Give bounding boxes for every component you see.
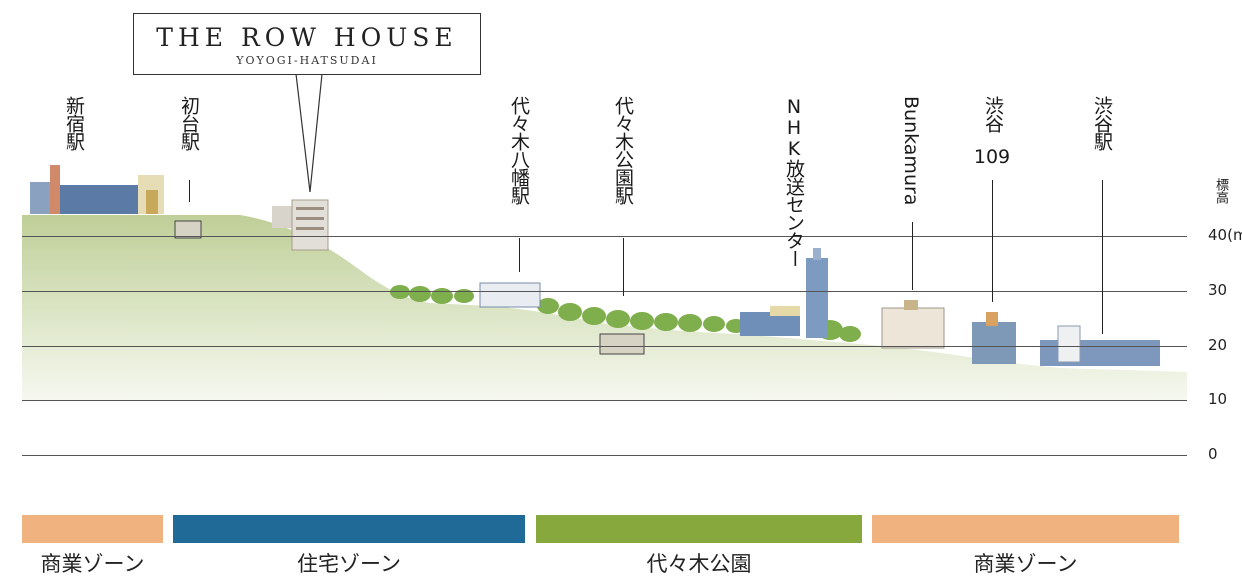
gridline-10	[22, 400, 1187, 401]
gridline-0	[22, 455, 1187, 456]
pointer-bunkamura	[912, 222, 913, 290]
label-bunkamura: Bunkamura	[900, 96, 922, 206]
row-house-building-illustration	[272, 199, 329, 251]
shibuya109-building-illustration	[972, 312, 1016, 364]
title-main: THE ROW HOUSE	[156, 23, 458, 52]
label-shibuya-station: 渋谷駅	[1091, 96, 1113, 150]
koen-underground-station-illustration	[599, 333, 645, 355]
zone-bar-commercial-left	[22, 515, 163, 543]
gridline-40	[22, 236, 1187, 237]
trees-illustration	[390, 285, 861, 342]
gridline-30	[22, 291, 1187, 292]
label-shibuya-109-number: 109	[973, 146, 1011, 168]
pointer-shibuya-109	[992, 180, 993, 302]
zone-label-commercial-right: 商業ゾーン	[973, 552, 1078, 576]
label-shibuya-109-name: 渋谷	[982, 96, 1004, 132]
label-yoyogi-koen-station: 代々木公園駅	[612, 96, 634, 204]
axis-title: 標高	[1213, 178, 1228, 204]
pointer-hatsudai	[189, 180, 190, 202]
ground-slope	[22, 215, 1187, 400]
pointer-koen	[623, 238, 624, 296]
tick-label-20: 20	[1208, 336, 1228, 354]
label-hatsudai-station: 初台駅	[178, 96, 200, 150]
title-pointer-right	[309, 73, 323, 193]
gridline-20	[22, 346, 1187, 347]
bunkamura-building-illustration	[881, 300, 945, 349]
zone-label-park: 代々木公園	[646, 552, 752, 576]
hachiman-station-illustration	[479, 282, 541, 308]
title-pointer-left	[295, 73, 311, 193]
shibuya-station-buildings-illustration	[1040, 325, 1160, 366]
hatsudai-underground-station-illustration	[174, 220, 202, 239]
label-nhk-center: NHK放送センター	[783, 96, 805, 267]
tick-label-40: 40(m)	[1208, 226, 1242, 244]
label-shinjuku-station: 新宿駅	[63, 96, 85, 150]
zone-bar-park	[536, 515, 862, 543]
zone-label-residential: 住宅ゾーン	[297, 552, 401, 576]
title-subtitle: YOYOGI-HATSUDAI	[236, 54, 378, 67]
pointer-hachiman	[519, 238, 520, 272]
tick-label-10: 10	[1208, 390, 1228, 408]
nhk-buildings-illustration	[740, 248, 828, 338]
zone-bar-commercial-right	[872, 515, 1179, 543]
zone-label-commercial-left: 商業ゾーン	[40, 552, 145, 576]
tick-label-30: 30	[1208, 281, 1228, 299]
tick-label-0: 0	[1208, 445, 1218, 463]
shinjuku-buildings-illustration	[30, 165, 164, 214]
label-yoyogi-hachiman-station: 代々木八幡駅	[508, 96, 530, 204]
title-box: THE ROW HOUSE YOYOGI-HATSUDAI	[133, 13, 481, 75]
zone-bar-residential	[173, 515, 525, 543]
pointer-shibuya	[1102, 180, 1103, 334]
